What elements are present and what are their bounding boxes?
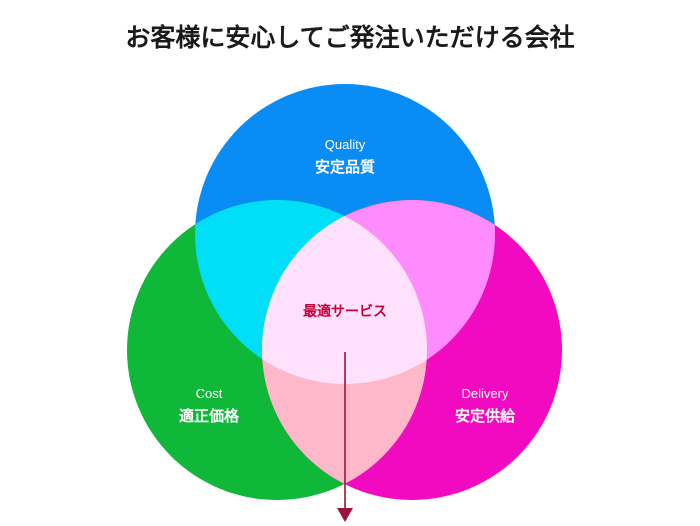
arrow-head-icon [337,508,353,522]
cost-label-ja: 適正価格 [179,407,240,425]
delivery-label-en: Delivery [462,386,509,401]
page-title: お客様に安心してご発注いただける会社 [125,23,575,52]
cost-label-en: Cost [196,386,223,401]
center-overlap [262,200,427,384]
quality-label-en: Quality [325,137,366,152]
quality-label-ja: 安定品質 [315,158,375,176]
center-label: 最適サービス [303,303,387,320]
delivery-label-ja: 安定供給 [455,407,516,425]
